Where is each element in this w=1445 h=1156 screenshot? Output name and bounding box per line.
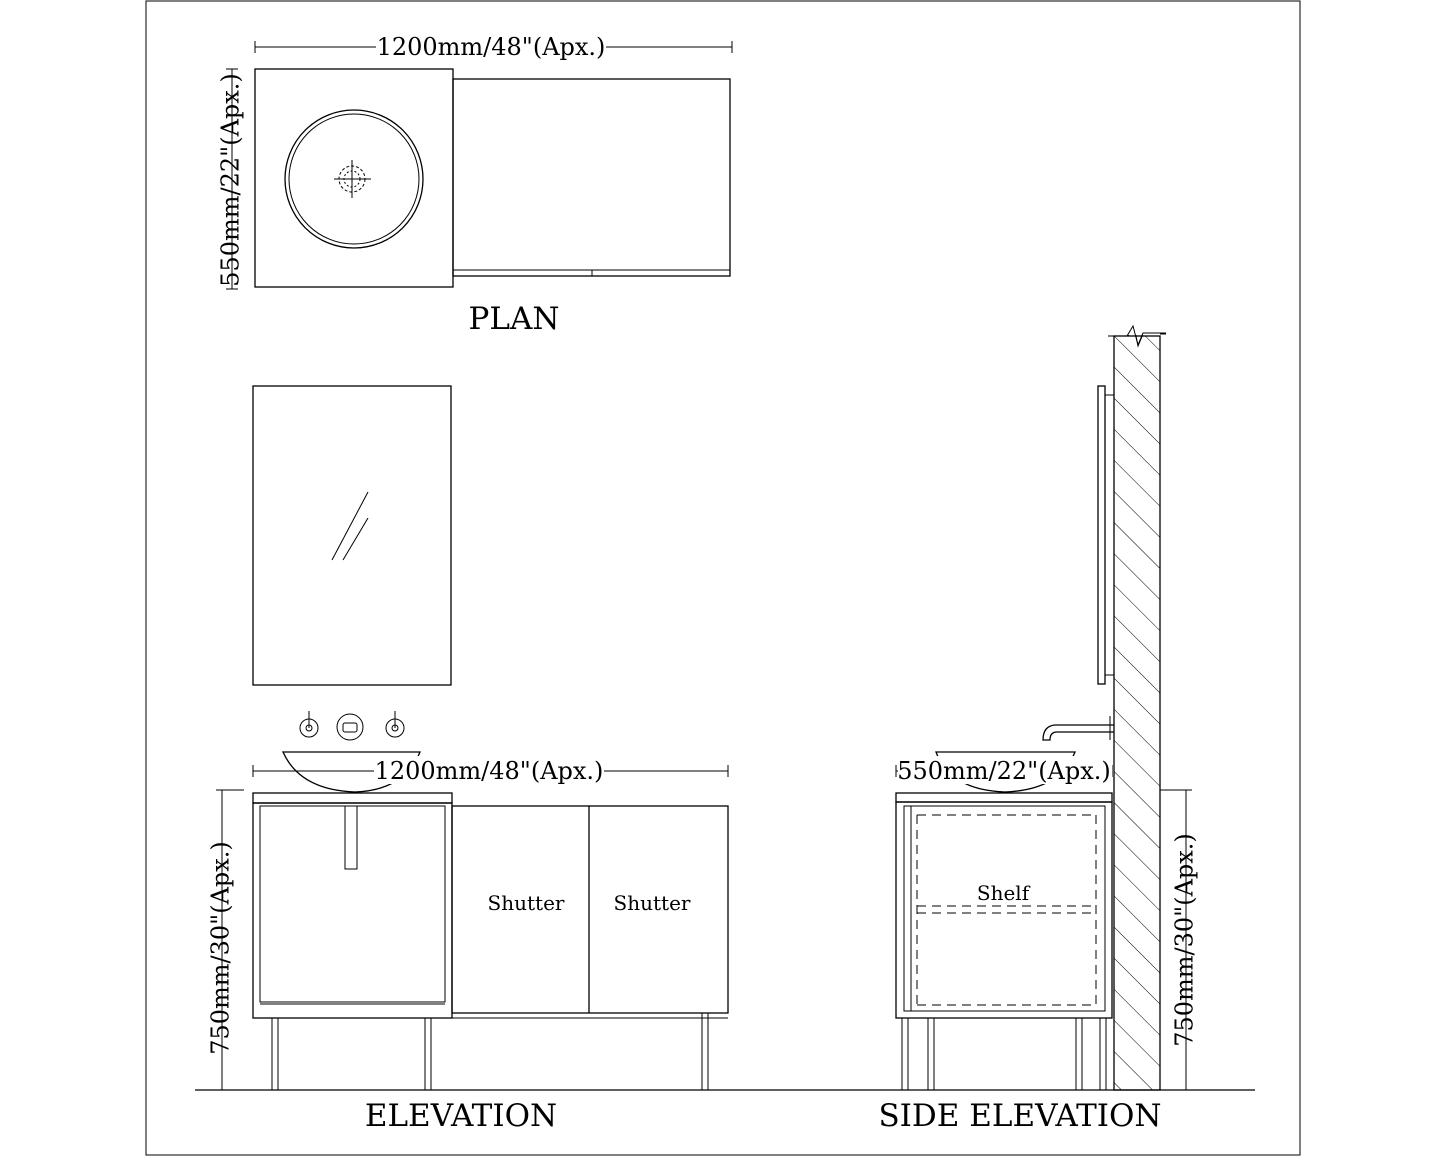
wall-section: [1113, 335, 1161, 1091]
elevation-width-dimension: 1200mm/48"(Apx.): [375, 757, 604, 785]
plan-width-dimension: 1200mm/48"(Apx.): [377, 33, 606, 61]
plan-basin: [284, 109, 424, 249]
side-leg-2: [927, 1017, 935, 1091]
mirror-side: [1097, 385, 1106, 685]
mirror-glass-mark: [331, 491, 369, 561]
elevation-title: ELEVATION: [365, 1098, 557, 1134]
side-depth-dimension: 550mm/22"(Apx.): [897, 757, 1111, 785]
sink-cabinet-open-frame: [259, 805, 446, 1003]
plan-view: 1200mm/48"(Apx.) 550mm/22"(Apx.) PLAN: [217, 32, 733, 337]
side-leg-4: [1099, 1017, 1107, 1091]
side-elevation-view: 550mm/22"(Apx.) Shelf 750mm/30"(Apx.) SI…: [878, 323, 1199, 1134]
side-elevation-title: SIDE ELEVATION: [878, 1098, 1161, 1134]
side-cabinet-top: [895, 792, 1113, 803]
sink-cabinet-top: [252, 792, 453, 804]
waste-cover-icon: [336, 713, 364, 741]
mirror: [252, 385, 452, 686]
faucet-icon: [1042, 724, 1114, 741]
shutter-label-left: Shutter: [488, 891, 565, 915]
side-height-dimension: 750mm/30"(Apx.): [1171, 833, 1199, 1047]
sheet-border: [145, 0, 1301, 1156]
elevation-height-dimension: 750mm/30"(Apx.): [207, 841, 235, 1055]
shutter-label-right: Shutter: [614, 891, 691, 915]
plan-cabinet-counter: [452, 78, 731, 277]
leg-2: [424, 1017, 432, 1091]
front-elevation-view: 1200mm/48"(Apx.) 750mm/30"(Apx.) Shutter…: [207, 385, 729, 1134]
side-leg-1: [901, 1017, 909, 1091]
left-tap-icon: [299, 711, 319, 738]
side-cabinet-body: [895, 801, 1113, 1019]
side-leg-3: [1075, 1017, 1083, 1091]
leg-1: [271, 1017, 279, 1091]
plan-depth-dimension: 550mm/22"(Apx.): [217, 73, 245, 287]
right-tap-icon: [385, 711, 405, 738]
leg-3: [701, 1012, 709, 1091]
sink-cabinet-body: [252, 802, 453, 1019]
plan-title: PLAN: [469, 301, 560, 337]
shelf-label: Shelf: [977, 881, 1031, 905]
drain-pipe: [344, 805, 358, 870]
